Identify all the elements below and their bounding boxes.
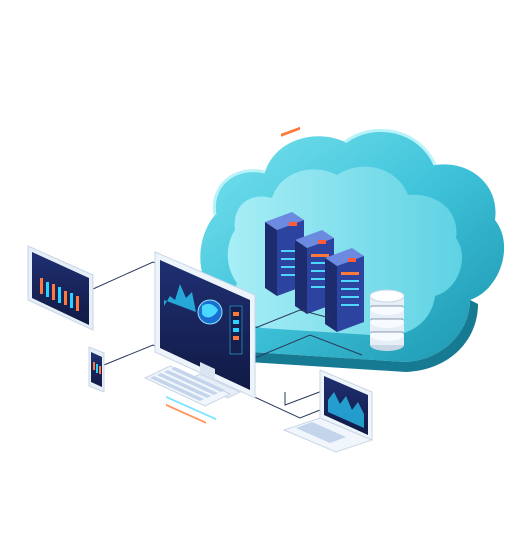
laptop: [282, 369, 374, 453]
server-rack-3: [325, 248, 364, 332]
laptop-line-chart: [328, 392, 364, 428]
database-stack: [369, 289, 405, 351]
desktop-monitor: [154, 251, 256, 424]
keyboard: [143, 365, 232, 407]
tablet: [27, 245, 94, 331]
monitor-area-chart: [164, 284, 196, 312]
globe-icon: [197, 299, 223, 325]
smartphone: [88, 346, 105, 393]
tablet-bar-chart: [40, 278, 79, 311]
